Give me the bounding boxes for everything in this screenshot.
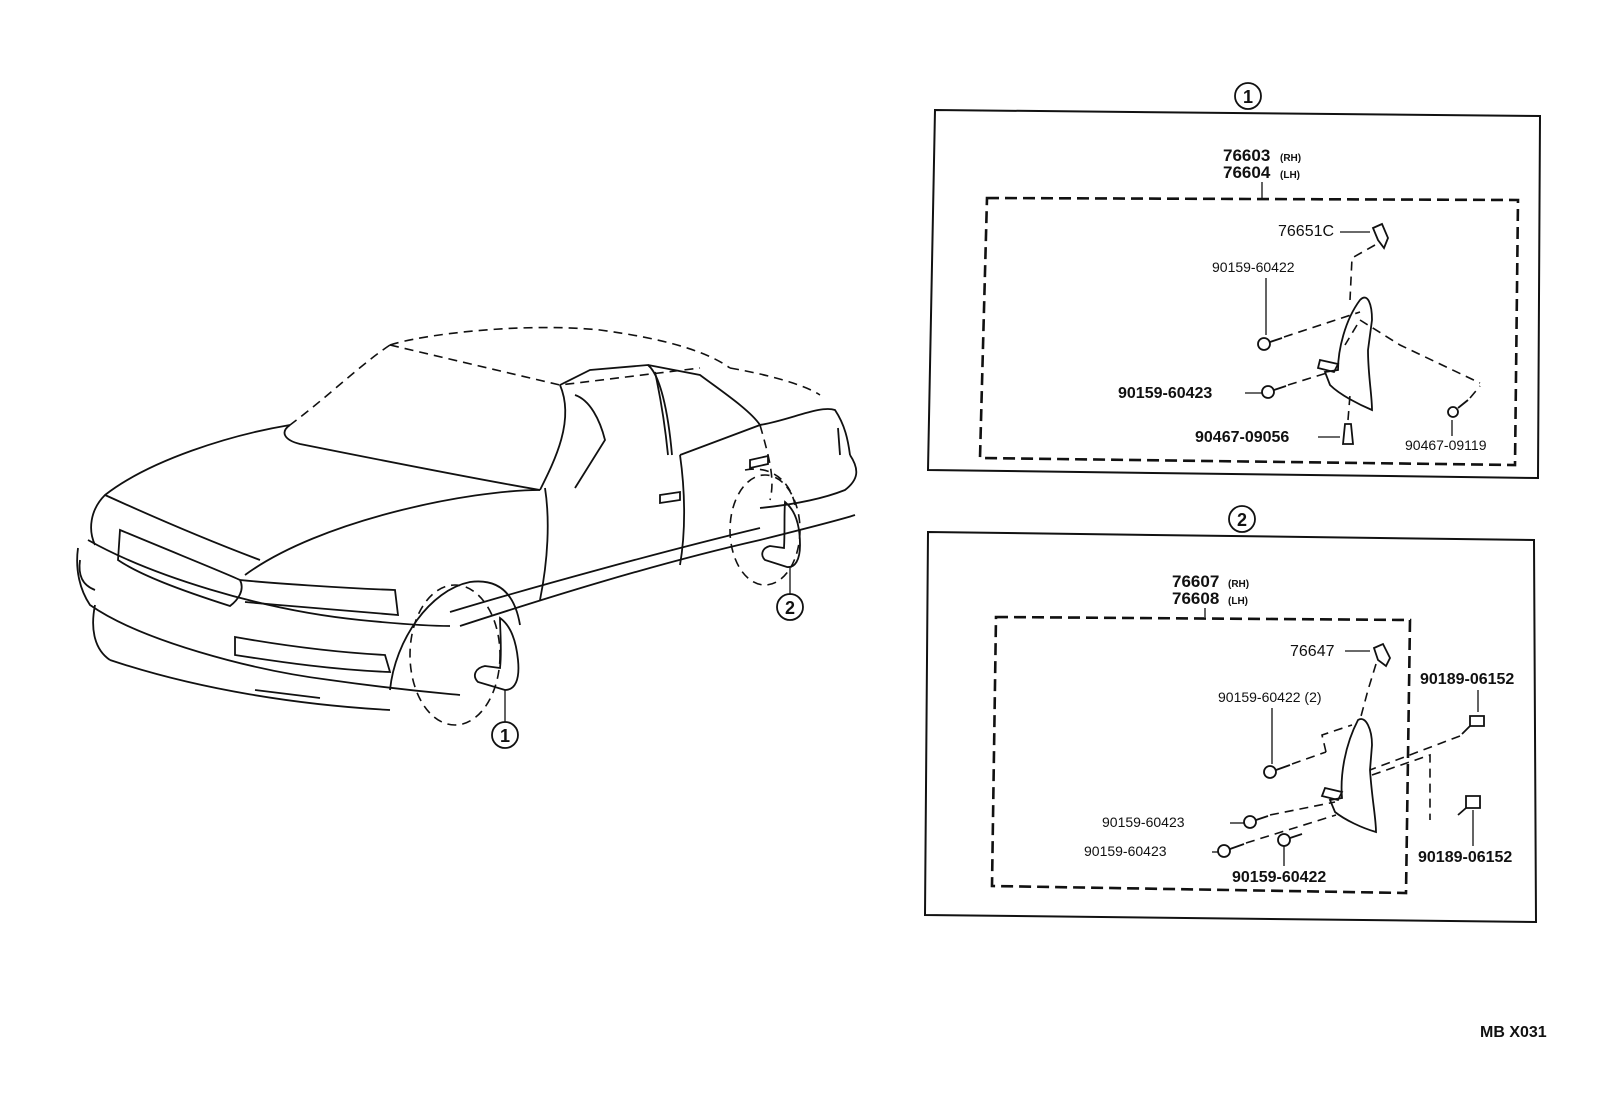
panel-1-clip-right-icon [1447,399,1469,418]
panel-2-assembly-rh-side: (RH) [1228,579,1249,590]
car-illustration: 1 2 [76,326,858,749]
panel-1-assembly-boundary [978,196,1520,467]
panel-1-clip-label: 76651C [1278,223,1334,240]
panel-1-assembly-lh: 76604 [1223,163,1271,182]
panel-2-number: 2 [1237,510,1247,530]
panel-1-clip-icon [1371,222,1389,250]
panel-1-assembly-lh-side: (LH) [1280,170,1300,181]
panel-1-screw-mid-icon [1261,385,1287,399]
panel-1-clip-right-label: 90467-09119 [1405,437,1487,453]
panel-1-assembly-rh-side: (RH) [1280,153,1301,164]
panel-2-screw-b-icon [1217,843,1245,858]
panel-2-mudguard-icon [1328,718,1377,834]
panel-1-clip-bottom-icon [1342,423,1354,445]
panel-2-number-circle [1228,505,1256,533]
panel-2-assembly-boundary [990,615,1412,895]
panel-2-frame [923,530,1538,924]
panel-2: 2 76607 (RH) 76608 (LH) 76647 90159-6042… [923,505,1538,924]
panel-1-clip-bottom-label: 90467-09056 [1195,429,1289,446]
panel-2-screw-bottom-label: 90159-60422 [1232,869,1326,886]
panel-1-screw-top-icon [1257,337,1283,351]
panel-2-clip-label: 76647 [1290,643,1335,660]
panel-2-bolt-bottom-label: 90189-06152 [1418,849,1512,866]
panel-1-mudguard-icon [1323,296,1373,412]
panel-2-screw-top-icon [1263,764,1291,779]
callout-circle-rear [776,593,804,621]
panel-2-bolt-top-label: 90189-06152 [1420,671,1514,688]
panel-2-screw-a-label: 90159-60423 [1102,814,1185,830]
callout-rear-number: 2 [785,598,795,618]
panel-1-screw-mid-label: 90159-60423 [1118,385,1212,402]
panel-2-screw-top-label: 90159-60422 (2) [1218,689,1322,705]
panel-2-screw-bottom-icon [1277,833,1303,847]
panel-2-assembly-rh: 76607 [1172,572,1219,591]
callout-front-number: 1 [500,726,510,746]
figure-code: MB X031 [1480,1024,1547,1041]
panel-1-screw-top-label: 90159-60422 [1212,259,1295,275]
panel-2-screw-a-icon [1243,815,1269,829]
callout-circle-front [491,721,519,749]
panel-1-assembly-rh: 76603 [1223,146,1270,165]
panel-1-number: 1 [1243,87,1253,107]
panel-2-screw-b-label: 90159-60423 [1084,843,1167,859]
panel-2-assembly-lh-side: (LH) [1228,596,1248,607]
panel-2-bolt-top-icon [1461,715,1485,735]
panel-2-clip-icon [1372,642,1392,668]
panel-1-frame [926,108,1542,480]
panel-1-number-circle [1234,82,1262,110]
panel-2-bolt-bottom-icon [1457,795,1481,816]
panel-1: 1 76603 (RH) 76604 (LH) 76651C 90159-604… [926,82,1542,480]
panel-2-assembly-lh: 76608 [1172,589,1219,608]
